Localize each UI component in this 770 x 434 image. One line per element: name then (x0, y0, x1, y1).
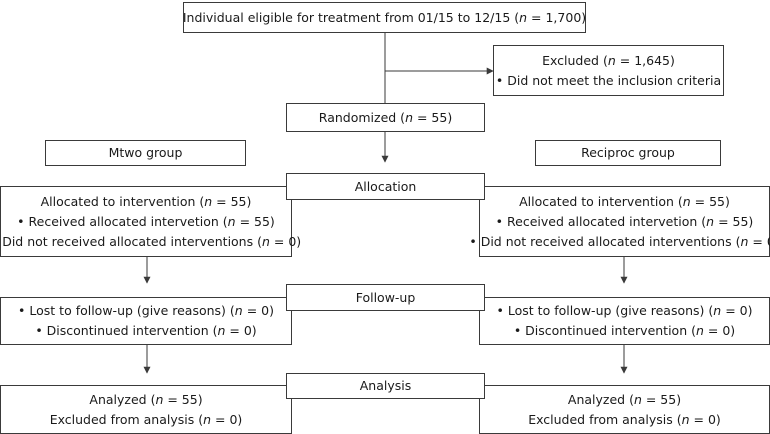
analysis-left-line-1: Analyzed (n = 55) (89, 391, 203, 407)
allocation-left-box: Allocated to intervention (n = 55) Recei… (0, 186, 301, 257)
allocation-right-box: Allocated to intervention (n = 55) Recei… (479, 186, 770, 257)
analysis-left-box: Analyzed (n = 55) Excluded from analysis… (0, 385, 292, 434)
analysis-left-line-2: Excluded from analysis (n = 0) (49, 411, 243, 427)
allocation-left-line-2: Received allocated intervetion (n = 55) (17, 212, 275, 232)
mtwo-group-box: Mtwo group (45, 140, 246, 166)
excluded-title: Excluded (n = 1,645) (542, 52, 675, 68)
followup-right-line-1: Lost to follow-up (give reasons) (n = 0) (497, 301, 753, 321)
followup-stage-box: Follow-up (286, 284, 485, 311)
mtwo-group-label: Mtwo group (108, 145, 183, 160)
eligible-box: Individual eligible for treatment from 0… (183, 2, 586, 33)
excluded-reason: Did not meet the inclusion criteria (496, 71, 721, 91)
followup-right-line-2: Discontinued intervention (n = 0) (514, 321, 735, 341)
followup-left-line-2: Discontinued intervention (n = 0) (35, 321, 257, 341)
followup-left-line-1: Lost to follow-up (give reasons) (n = 0) (18, 301, 274, 321)
allocation-left-line-1: Allocated to intervention (n = 55) (40, 193, 252, 209)
allocation-left-line-3: Did not received allocated interventions… (0, 232, 301, 252)
analysis-stage-box: Analysis (286, 373, 485, 399)
analysis-right-box: Analyzed (n = 55) Excluded from analysis… (479, 385, 770, 434)
reciproc-group-label: Reciproc group (581, 145, 675, 160)
followup-stage-label: Follow-up (355, 289, 416, 305)
analysis-right-line-1: Analyzed (n = 55) (567, 391, 682, 407)
randomized-text: Randomized (n = 55) (318, 109, 453, 125)
allocation-right-line-2: Received allocated intervetion (n = 55) (496, 212, 753, 232)
allocation-right-line-3: Did not received allocated interventions… (469, 232, 770, 252)
allocation-stage-label: Allocation (354, 178, 417, 194)
analysis-stage-label: Analysis (359, 378, 412, 393)
followup-right-box: Lost to follow-up (give reasons) (n = 0)… (479, 297, 770, 345)
randomized-box: Randomized (n = 55) (286, 103, 485, 132)
reciproc-group-box: Reciproc group (535, 140, 721, 166)
allocation-stage-box: Allocation (286, 173, 485, 200)
excluded-box: Excluded (n = 1,645) Did not meet the in… (493, 45, 724, 96)
allocation-right-line-1: Allocated to intervention (n = 55) (519, 193, 730, 209)
analysis-right-line-2: Excluded from analysis (n = 0) (528, 411, 721, 427)
eligible-text: Individual eligible for treatment from 0… (182, 9, 587, 25)
followup-left-box: Lost to follow-up (give reasons) (n = 0)… (0, 297, 292, 345)
